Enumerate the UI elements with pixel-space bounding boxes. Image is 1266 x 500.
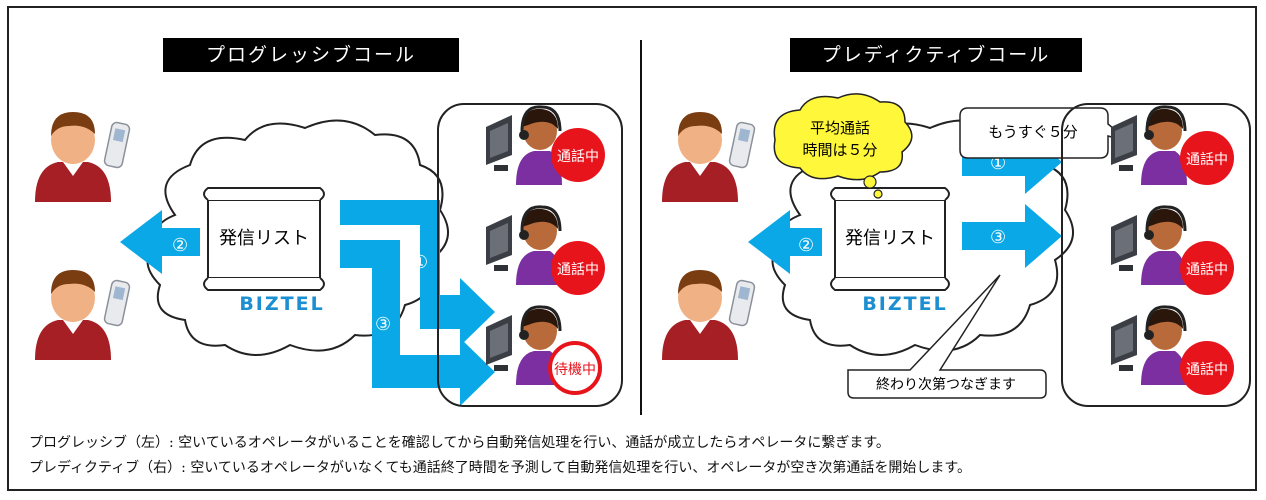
status-label: 通話中 [1186,261,1228,278]
bubble-text: 平均通話 [810,119,870,137]
diagram-frame [7,6,1257,491]
list-scroll-icon [203,187,325,291]
operator-group [437,103,623,407]
callout-text: もうすぐ５分 [988,123,1078,141]
status-label: 待機中 [554,362,596,378]
arrow-3 [962,204,1062,268]
operator-icon [484,105,564,187]
average-time-bubble [773,93,913,199]
phone-icon [102,278,132,328]
step-2-label: ② [798,235,814,256]
operator-icon [1109,305,1189,387]
flow-arrows [120,200,495,406]
status-badge [1180,241,1234,295]
operator-icon [484,205,564,287]
biztel-logo: BIZTEL [239,293,324,315]
status-badge [551,128,605,182]
arrow-1 [340,200,495,346]
customer-icon [35,270,111,360]
connect-callout [847,274,1047,399]
customer-icon [662,270,738,360]
callout-text: 終わり次第つなぎます [876,376,1016,393]
phone-icon [727,278,757,328]
status-badge [551,241,605,295]
arrow-2 [120,210,200,274]
step-2-label: ② [172,235,188,256]
list-scroll-icon [830,187,950,291]
status-badge [1180,341,1234,395]
status-label: 通話中 [557,148,599,165]
operator-icon [1109,105,1189,187]
customer-icon [35,112,111,202]
list-label: 発信リスト [845,228,935,249]
phone-icon [727,120,757,170]
caption-progressive: プログレッシブ（左）: 空いているオペレータがいることを確認してから自動発信処理… [29,435,890,451]
list-label: 発信リスト [219,228,309,249]
operator-group [1061,103,1251,407]
step-3-label: ③ [990,227,1006,248]
arrow-3 [340,240,495,406]
status-badge [548,341,602,395]
step-3-label: ③ [375,314,391,335]
status-label: 通話中 [1186,151,1228,168]
bubble-text: 時間は５分 [802,141,877,159]
customer-icon [662,112,738,202]
left-title: プログレッシブコール [163,38,459,72]
phone-icon [102,120,132,170]
status-label: 通話中 [1186,361,1228,378]
right-title: プレディクティブコール [790,38,1082,72]
caption-predictive: プレディクティブ（右）: 空いているオペレータがいなくても通話終了時間を予測して… [29,460,971,476]
operator-icon [1109,205,1189,287]
arrow-2 [748,210,822,274]
biztel-logo: BIZTEL [862,293,947,315]
step-1-label: ① [412,252,428,273]
status-label: 通話中 [557,261,599,278]
status-badge [1180,131,1234,185]
